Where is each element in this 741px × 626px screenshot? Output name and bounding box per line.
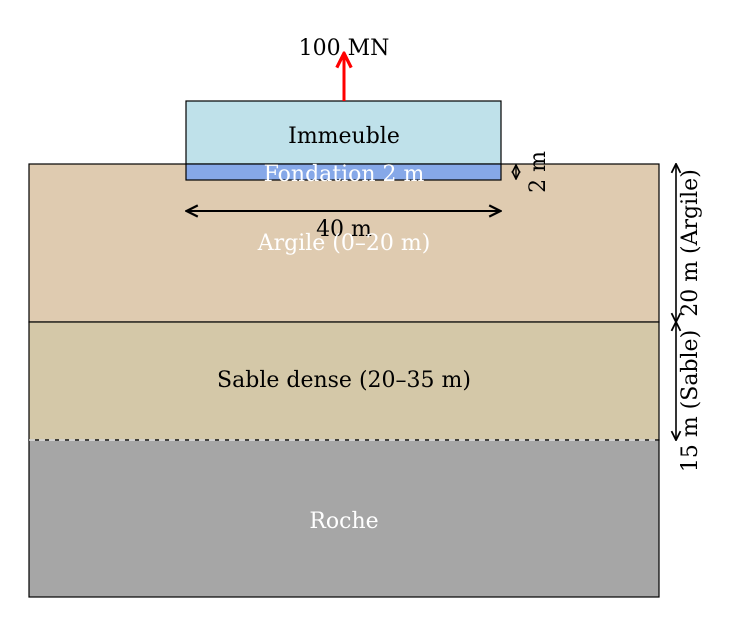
sand-depth-label: 15 m (Sable): [678, 330, 703, 472]
clay-layer: [28, 163, 660, 323]
rock-layer-label: Roche: [309, 509, 378, 534]
clay-layer-label: Argile (0–20 m): [257, 231, 431, 256]
foundation-thickness-label: 2 m: [526, 151, 551, 193]
building-label: Immeuble: [288, 124, 400, 149]
foundation: [185, 163, 502, 181]
building: [185, 100, 502, 165]
sand-layer-label: Sable dense (20–35 m): [217, 368, 471, 393]
clay-depth-label: 20 m (Argile): [678, 169, 703, 317]
foundation-label: Fondation 2 m: [264, 162, 425, 187]
force-label: 100 MN: [299, 36, 390, 61]
width-label: 40 m: [316, 217, 372, 242]
sand-layer: [28, 321, 660, 441]
